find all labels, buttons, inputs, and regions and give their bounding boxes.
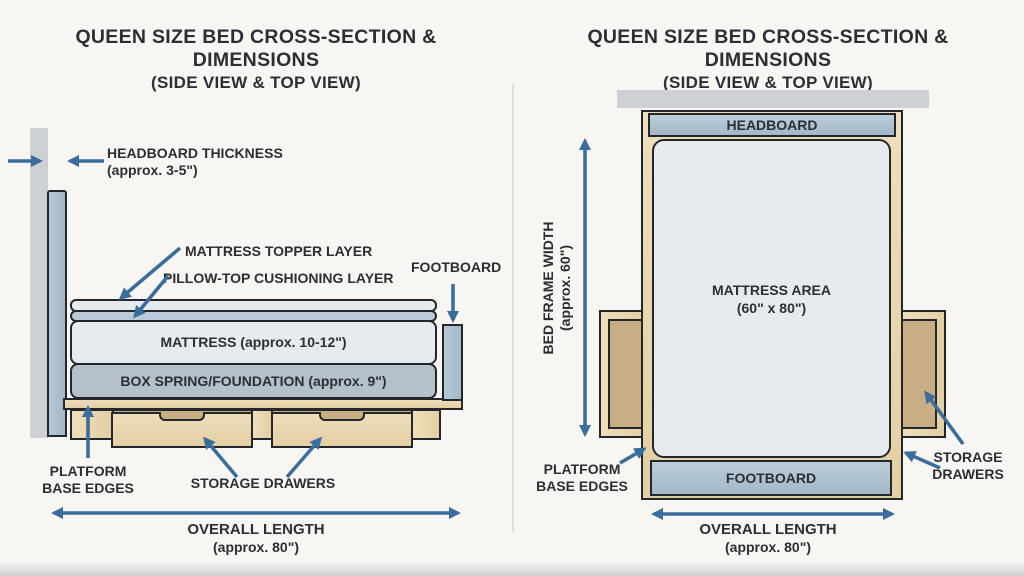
drawer-interior [608, 319, 644, 429]
side-view-wall [30, 128, 48, 438]
platform-base-arrow-left [81, 404, 95, 458]
top-view-storage-drawer-left [599, 310, 644, 438]
mattress-area-line1: MATTRESS AREA [712, 281, 831, 298]
footboard-arrow-left [446, 284, 460, 324]
footboard-label-right: FOOTBOARD [725, 469, 817, 486]
bottom-shade-strip [0, 563, 1024, 576]
drawer-interior [901, 319, 937, 429]
storage-drawers-label-right: STORAGE DRAWERS [918, 449, 1018, 482]
drawer-handle-notch [319, 412, 365, 421]
overall-length-line2: (approx. 80") [725, 539, 811, 555]
mattress-topper-arrow [118, 246, 182, 300]
headboard-label: HEADBOARD [726, 116, 818, 133]
overall-length-line1: OVERALL LENGTH [699, 521, 837, 538]
wall-thickness-arrow-right [8, 154, 44, 168]
top-view-storage-drawer-right [901, 310, 946, 438]
storage-drawers-label-left: STORAGE DRAWERS [190, 475, 336, 491]
overall-length-label-right: OVERALL LENGTH (approx. 80") [532, 521, 1004, 556]
storage-drawer-arrow-right-2 [903, 451, 941, 470]
storage-drawer-arrow-2 [285, 436, 323, 479]
side-view-storage-drawer-1 [111, 412, 253, 448]
storage-line2: DRAWERS [932, 465, 1004, 482]
platform-base-edges-label-left: PLATFORM BASE EDGES [34, 463, 142, 496]
footboard-label-left: FOOTBOARD [411, 259, 502, 275]
side-view-box-spring: BOX SPRING/FOUNDATION (approx. 9") [70, 363, 437, 399]
platform-line2: BASE EDGES [536, 477, 628, 494]
top-view-footboard: FOOTBOARD [650, 460, 892, 496]
headboard-thickness-line1: HEADBOARD THICKNESS [107, 145, 283, 161]
headboard-thickness-arrow-left [66, 154, 104, 168]
overall-length-line2: (approx. 80") [213, 539, 299, 555]
storage-drawer-arrow-right-1 [924, 390, 965, 446]
side-view-support-block-middle [251, 409, 273, 440]
side-view-mattress: MATTRESS (approx. 10-12") [70, 320, 437, 365]
top-view-headboard: HEADBOARD [648, 113, 896, 137]
side-view-footboard [442, 324, 463, 401]
side-view-headboard [47, 190, 67, 437]
headboard-thickness-line2: (approx. 3-5") [107, 161, 198, 178]
left-panel-title: QUEEN SIZE BED CROSS-SECTION & DIMENSION… [20, 26, 492, 94]
right-panel-title: QUEEN SIZE BED CROSS-SECTION & DIMENSION… [532, 26, 1004, 94]
platform-line2: BASE EDGES [42, 479, 134, 496]
side-view-support-block-right [411, 409, 441, 440]
platform-line1: PLATFORM [49, 463, 127, 479]
right-title-line1: QUEEN SIZE BED CROSS-SECTION & DIMENSION… [587, 26, 949, 71]
right-title-line2: (SIDE VIEW & TOP VIEW) [663, 73, 873, 92]
mattress-area-line2: (60" x 80") [736, 299, 807, 316]
overall-length-line1: OVERALL LENGTH [187, 521, 325, 538]
panel-divider [512, 84, 514, 532]
pillow-top-label: PILLOW-TOP CUSHIONING LAYER [163, 270, 394, 286]
top-view-mattress-area: MATTRESS AREA (60" x 80") [652, 139, 891, 458]
bed-frame-width-line2: (approx. 60") [556, 245, 573, 331]
platform-base-edges-label-right: PLATFORM BASE EDGES [528, 461, 636, 494]
overall-length-arrow-left [50, 506, 462, 520]
left-title-line2: (SIDE VIEW & TOP VIEW) [151, 73, 361, 92]
platform-line1: PLATFORM [543, 461, 621, 477]
top-view-wall [617, 90, 929, 108]
storage-drawer-arrow-1 [203, 436, 239, 479]
platform-base-arrow-right [619, 447, 647, 465]
mattress-label: MATTRESS (approx. 10-12") [160, 334, 347, 351]
drawer-handle-notch [159, 412, 205, 421]
mattress-topper-label: MATTRESS TOPPER LAYER [185, 243, 373, 259]
storage-line1: STORAGE [933, 449, 1003, 465]
headboard-thickness-label: HEADBOARD THICKNESS (approx. 3-5") [107, 145, 283, 178]
pillow-top-arrow [133, 274, 170, 319]
overall-length-arrow-right [650, 507, 896, 521]
left-title-line1: QUEEN SIZE BED CROSS-SECTION & DIMENSION… [75, 26, 437, 71]
bed-frame-width-arrow [578, 137, 592, 438]
box-spring-label: BOX SPRING/FOUNDATION (approx. 9") [120, 372, 387, 389]
bed-frame-width-line1: BED FRAME WIDTH [540, 221, 556, 355]
overall-length-label-left: OVERALL LENGTH (approx. 80") [20, 521, 492, 556]
side-view-storage-drawer-2 [271, 412, 413, 448]
